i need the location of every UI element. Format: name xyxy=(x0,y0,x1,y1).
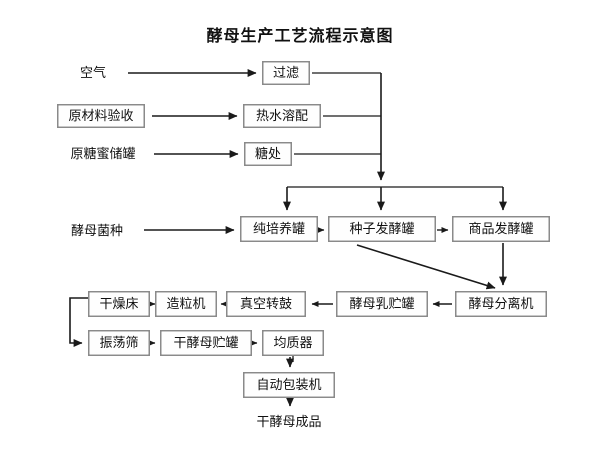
node-molasses-tank[interactable]: 原糖蜜储罐 xyxy=(70,146,136,162)
node-vibrating-sieve[interactable]: 振荡筛 xyxy=(88,330,150,356)
diagram-title: 酵母生产工艺流程示意图 xyxy=(206,26,394,45)
connector-seedferm-to-separator xyxy=(356,244,496,290)
node-seed-fermenter[interactable]: 种子发酵罐 xyxy=(328,216,436,242)
node-filter[interactable]: 过滤 xyxy=(262,61,310,85)
node-sugar-treat[interactable]: 糖处 xyxy=(244,142,292,166)
node-product-fermenter[interactable]: 商品发酵罐 xyxy=(452,216,550,242)
node-drying-bed[interactable]: 干燥床 xyxy=(88,291,150,317)
node-raw-check[interactable]: 原材料验收 xyxy=(57,104,145,128)
node-air[interactable]: 空气 xyxy=(79,65,106,81)
node-cream-tank[interactable]: 酵母乳贮罐 xyxy=(336,291,428,317)
node-vacuum-drum[interactable]: 真空转鼓 xyxy=(226,291,306,317)
node-granulator[interactable]: 造粒机 xyxy=(155,291,217,317)
node-yeast-strain[interactable]: 酵母菌种 xyxy=(70,223,123,239)
node-yeast-separator[interactable]: 酵母分离机 xyxy=(455,291,547,317)
connector-dryingbed-to-vibsieve xyxy=(69,297,88,347)
node-dry-yeast-tank[interactable]: 干酵母贮罐 xyxy=(160,330,252,356)
node-final-product[interactable]: 干酵母成品 xyxy=(256,414,322,430)
node-homogenizer[interactable]: 均质器 xyxy=(262,330,324,356)
node-hot-water-mix[interactable]: 热水溶配 xyxy=(243,104,321,128)
node-auto-packer[interactable]: 自动包装机 xyxy=(243,372,335,398)
node-pure-culture[interactable]: 纯培养罐 xyxy=(240,216,318,242)
